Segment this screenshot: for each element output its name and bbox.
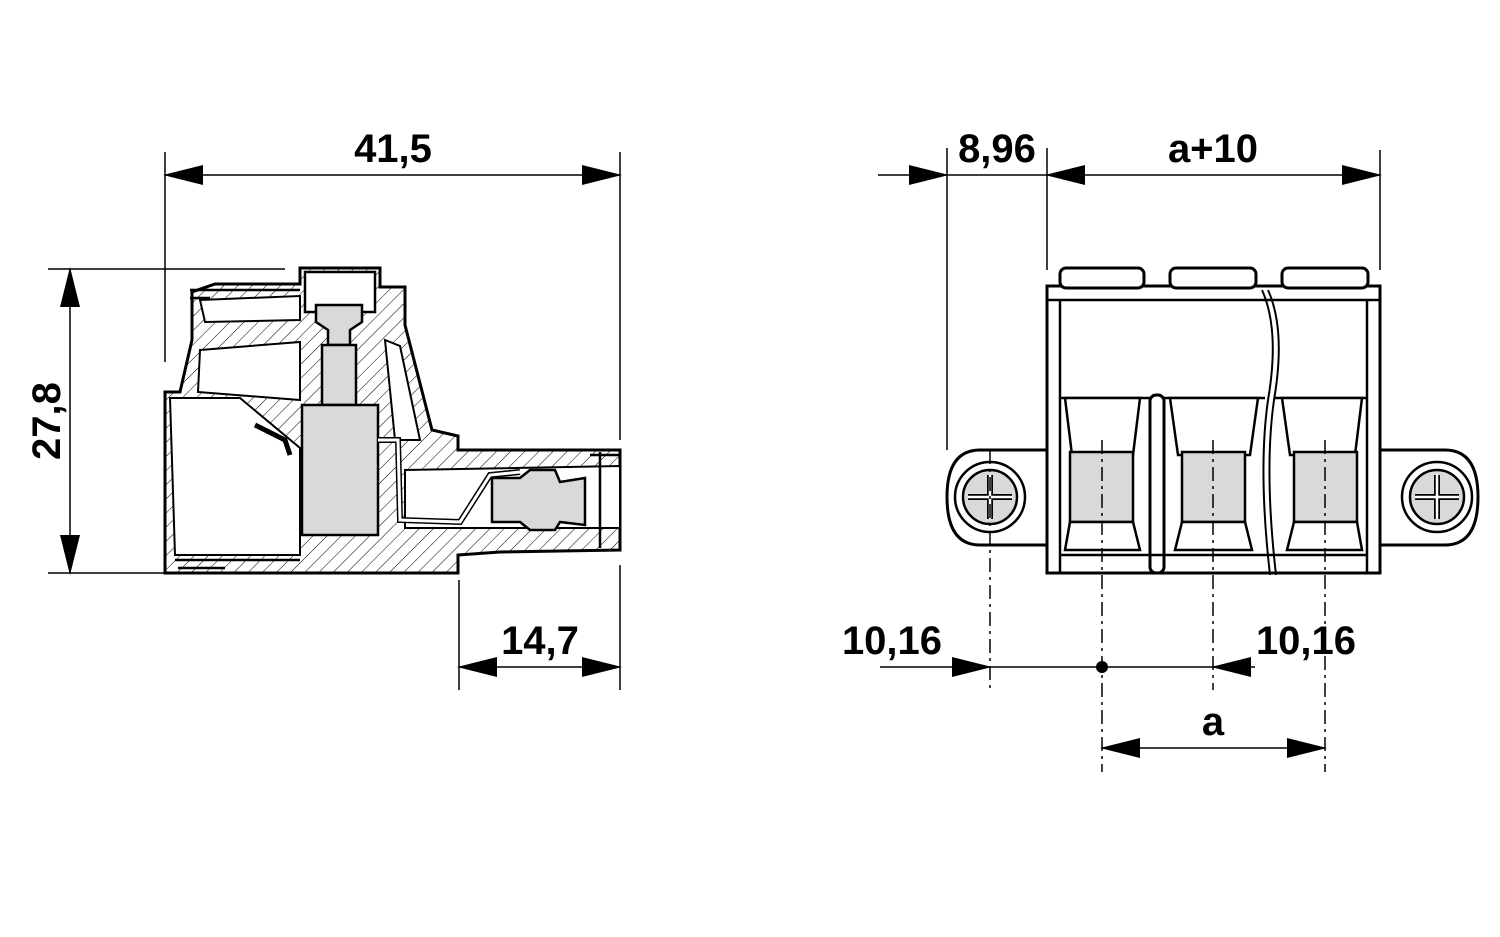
depth-label: 14,7 [501, 619, 579, 663]
dimension-depth: 14,7 [457, 565, 622, 690]
dimension-height: 27,8 [25, 267, 285, 575]
dimension-left-offset: 10,16 [842, 619, 1213, 677]
connector-side-profile [163, 266, 622, 575]
center-lines [989, 440, 1326, 772]
dimension-total: a+10 [1045, 127, 1382, 185]
flange-label: 8,96 [958, 127, 1036, 171]
width-label: 41,5 [354, 127, 432, 171]
total-label: a+10 [1168, 127, 1258, 171]
dimension-width: 41,5 [163, 127, 622, 440]
terminal-2 [1168, 396, 1260, 552]
terminal-3 [1280, 396, 1364, 552]
front-view: 8,96 a+10 [842, 127, 1480, 772]
side-view: 41,5 27,8 14,7 [25, 127, 622, 690]
left-offset-label: 10,16 [842, 619, 942, 663]
right-mounting-screw-icon [1400, 460, 1474, 534]
pitch-label: a [1202, 700, 1225, 744]
height-label: 27,8 [25, 382, 69, 460]
dimension-pitch: a [1100, 700, 1327, 758]
dimension-right-offset: 10,16 [1211, 619, 1356, 677]
right-offset-label: 10,16 [1256, 619, 1356, 663]
dimension-flange: 8,96 [878, 127, 1047, 185]
